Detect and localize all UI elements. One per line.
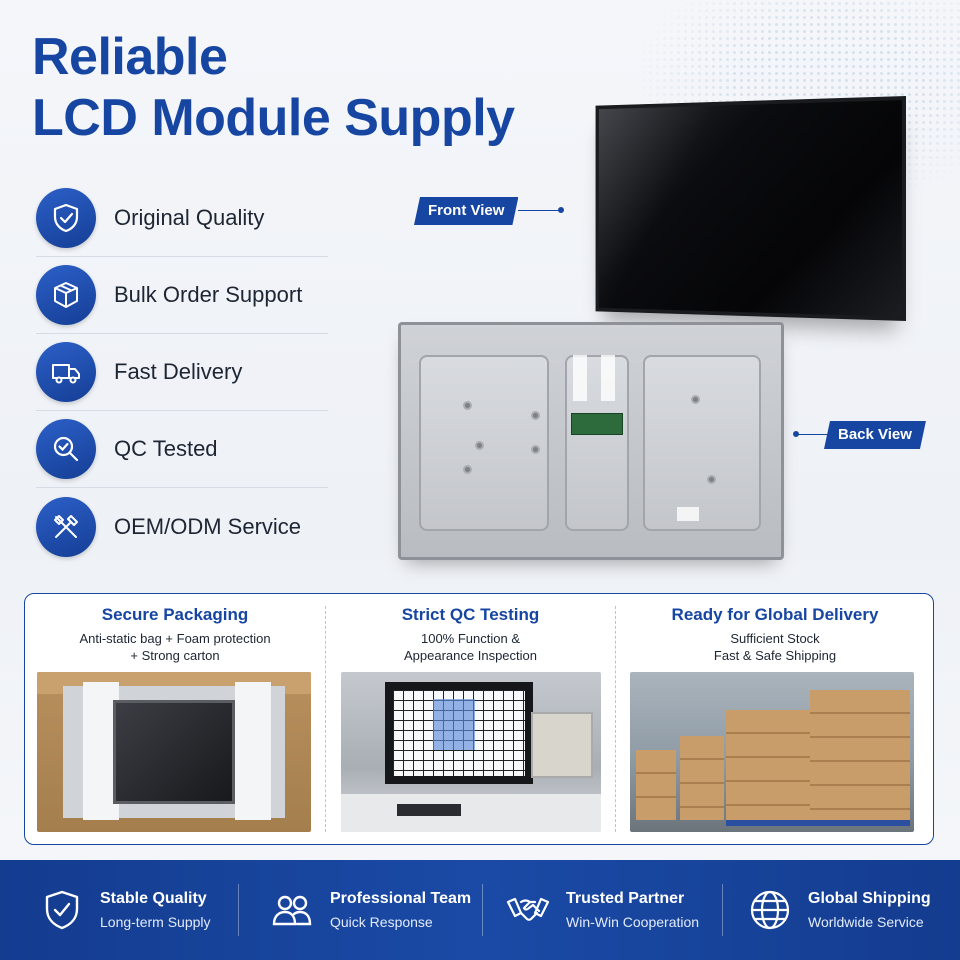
service-line-2: + Strong carton [130,648,219,663]
service-strict-qc: Strict QC Testing 100% Function & Appear… [326,594,615,844]
tools-icon [36,497,96,557]
pallet [726,820,816,826]
globe-icon [748,888,792,932]
service-line-2: Appearance Inspection [404,648,537,663]
service-global-delivery: Ready for Global Delivery Sufficient Sto… [616,594,934,844]
service-line-1: 100% Function & [421,631,520,646]
truck-icon [36,342,96,402]
packaging-photo [37,672,311,832]
service-title: Ready for Global Delivery [616,605,934,625]
footer-item-trusted-partner: Trusted PartnerWin-Win Cooperation [506,860,699,960]
footer-title: Professional Team [330,890,471,908]
team-icon [270,888,314,932]
feature-item-oem-odm: OEM/ODM Service [36,488,328,565]
footer-subtitle: Win-Win Cooperation [566,914,699,930]
hole [463,465,472,474]
footer-divider [238,884,239,936]
feature-item-bulk-order: Bulk Order Support [36,257,328,334]
lcd-back-image [398,322,784,560]
services-panel: Secure Packaging Anti-static bag + Foam … [24,593,934,845]
qc-testing-photo [341,672,601,832]
hole [531,445,540,454]
front-leader-dot [558,207,564,213]
feature-label: Bulk Order Support [114,282,302,308]
pallet [810,820,910,826]
feature-list: Original Quality Bulk Order Support Fast… [36,180,328,565]
lcd-front-image [596,96,906,321]
test-pattern-highlight [433,699,475,751]
back-bay-right [643,355,761,531]
footer-banner: Stable QualityLong-term Supply Professio… [0,860,960,960]
service-description: 100% Function & Appearance Inspection [326,630,615,664]
feature-label: Original Quality [114,205,264,231]
back-leader-line [798,434,828,435]
box-icon [36,265,96,325]
footer-title: Stable Quality [100,890,211,908]
service-title: Secure Packaging [25,605,325,625]
back-bay-left [419,355,549,531]
footer-divider [722,884,723,936]
packed-screen [113,700,235,804]
service-secure-packaging: Secure Packaging Anti-static bag + Foam … [25,594,325,844]
footer-item-professional-team: Professional TeamQuick Response [270,860,471,960]
test-monitor [385,682,533,784]
keyboard [397,804,461,816]
service-line-1: Anti-static bag + Foam protection [79,631,270,646]
footer-divider [482,884,483,936]
handshake-icon [506,888,550,932]
footer-title: Global Shipping [808,890,931,908]
foam-right [235,682,271,820]
footer-item-stable-quality: Stable QualityLong-term Supply [40,860,211,960]
carton-stack [726,710,816,820]
feature-item-qc-tested: QC Tested [36,411,328,488]
title-line-2: LCD Module Supply [32,91,515,146]
footer-subtitle: Worldwide Service [808,914,931,930]
service-line-1: Sufficient Stock [730,631,819,646]
footer-subtitle: Long-term Supply [100,914,211,930]
footer-item-global-shipping: Global ShippingWorldwide Service [748,860,931,960]
magnifier-check-icon [36,419,96,479]
carton-stack [810,690,910,820]
hole [707,475,716,484]
feature-label: OEM/ODM Service [114,514,301,540]
shield-check-icon [36,188,96,248]
warehouse-photo [630,672,914,832]
tape [677,507,699,521]
shield-check-icon [40,888,84,932]
feature-item-fast-delivery: Fast Delivery [36,334,328,411]
front-leader-line [518,210,560,211]
test-desk [341,794,601,832]
hole [531,411,540,420]
service-description: Anti-static bag + Foam protection + Stro… [25,630,325,664]
hole [463,401,472,410]
feature-item-original-quality: Original Quality [36,180,328,257]
back-view-tag: Back View [824,421,926,449]
test-equipment [531,712,593,778]
page-title: Reliable LCD Module Supply [32,30,515,145]
footer-title: Trusted Partner [566,890,699,908]
hole [475,441,484,450]
tape [601,355,615,401]
test-pattern [393,690,525,776]
hole [691,395,700,404]
tape [573,355,587,401]
footer-subtitle: Quick Response [330,914,471,930]
tcon-board [571,413,623,435]
service-title: Strict QC Testing [326,605,615,625]
service-line-2: Fast & Safe Shipping [714,648,836,663]
carton-stack [680,736,724,820]
feature-label: QC Tested [114,436,218,462]
title-line-1: Reliable [32,30,515,85]
back-leader-dot [793,431,799,437]
front-view-tag: Front View [414,197,518,225]
feature-label: Fast Delivery [114,359,242,385]
service-description: Sufficient Stock Fast & Safe Shipping [616,630,934,664]
carton-stack [636,750,676,820]
